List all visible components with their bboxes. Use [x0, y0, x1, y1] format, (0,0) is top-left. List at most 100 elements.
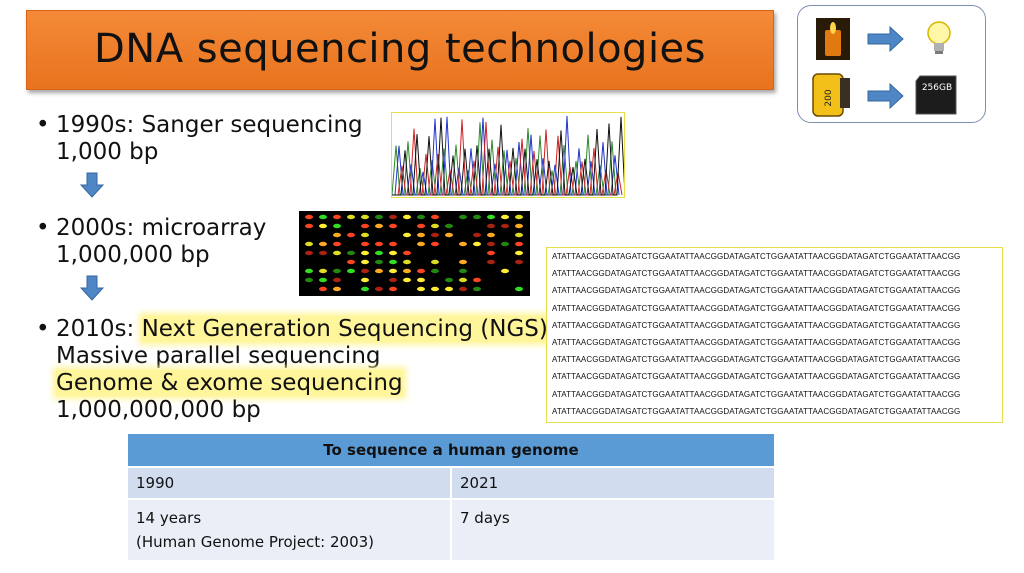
microarray-spot — [333, 250, 341, 256]
microarray-spot — [305, 214, 313, 220]
microarray-spot — [333, 268, 341, 274]
microarray-spot — [445, 223, 453, 229]
microarray-spot — [333, 286, 341, 292]
microarray-spot — [501, 241, 509, 247]
microarray-spot — [361, 259, 369, 265]
bullet-subline: Massive parallel sequencing — [56, 343, 381, 369]
microarray-spot — [459, 214, 467, 220]
microarray-spot — [459, 259, 467, 265]
microarray-spot — [403, 277, 411, 283]
chromatogram-trace — [392, 119, 623, 196]
microarray-spot — [515, 286, 523, 292]
microarray-spot — [487, 232, 495, 238]
bullet-label: 1990s: Sanger sequencing — [56, 112, 363, 138]
microarray-spot — [333, 277, 341, 283]
microarray-spot — [319, 277, 327, 283]
microarray-spot — [319, 223, 327, 229]
microarray-spot — [361, 214, 369, 220]
microarray-spot — [445, 286, 453, 292]
microarray-spot — [389, 286, 397, 292]
microarray-spot — [361, 286, 369, 292]
microarray-spot — [375, 214, 383, 220]
candle-icon — [816, 18, 850, 60]
sequence-reads-box: ATATTAACGGDATAGATCTGGAATATTAACGGDATAGATC… — [546, 247, 1003, 423]
microarray-spot — [361, 223, 369, 229]
table-cell-time-2021: 7 days — [451, 499, 774, 562]
page-title: DNA sequencing technologies — [93, 26, 706, 72]
microarray-spot — [389, 214, 397, 220]
sequence-read-row: ATATTAACGGDATAGATCTGGAATATTAACGGDATAGATC… — [552, 320, 961, 330]
microarray-spot — [403, 232, 411, 238]
microarray-spot — [487, 250, 495, 256]
microarray-spot — [473, 232, 481, 238]
microarray-spot — [333, 223, 341, 229]
microarray-spot — [403, 250, 411, 256]
microarray-spot — [445, 232, 453, 238]
table-header: To sequence a human genome — [128, 434, 774, 468]
microarray-spot — [347, 214, 355, 220]
bullet-value: 1,000,000,000 bp — [56, 397, 261, 423]
microarray-spot — [417, 268, 425, 274]
microarray-spot — [473, 286, 481, 292]
microarray-spot — [347, 268, 355, 274]
table-cell-time-1990: 14 years (Human Genome Project: 2003) — [128, 499, 452, 562]
bullet-sanger: •1990s: Sanger sequencing 1,000 bp — [36, 112, 363, 165]
sequence-read-row: ATATTAACGGDATAGATCTGGAATATTAACGGDATAGATC… — [552, 406, 961, 416]
microarray-spot — [389, 241, 397, 247]
chromatogram-traces — [391, 115, 626, 196]
microarray-spot — [431, 223, 439, 229]
microarray-spot — [403, 268, 411, 274]
microarray-spot — [459, 286, 467, 292]
microarray-spot — [459, 277, 467, 283]
microarray-spot — [305, 277, 313, 283]
ngs-highlight: Next Generation Sequencing (NGS) — [141, 316, 548, 342]
microarray-spot — [459, 241, 467, 247]
bullet-value: 1,000 bp — [56, 139, 159, 165]
analogy-box: 200 256GB — [797, 5, 986, 123]
bullet-microarray: •2000s: microarray 1,000,000 bp — [36, 215, 267, 268]
title-banner: DNA sequencing technologies — [26, 10, 774, 90]
sequence-read-row: ATATTAACGGDATAGATCTGGAATATTAACGGDATAGATC… — [552, 372, 961, 382]
microarray-spot — [319, 214, 327, 220]
microarray-spot — [305, 268, 313, 274]
microarray-spot — [333, 241, 341, 247]
microarray-spot — [361, 232, 369, 238]
sequence-read-row: ATATTAACGGDATAGATCTGGAATATTAACGGDATAGATC… — [552, 269, 961, 279]
microarray-spot — [333, 214, 341, 220]
microarray-spot — [389, 277, 397, 283]
microarray-spot — [305, 241, 313, 247]
microarray-spot — [417, 286, 425, 292]
microarray-spot — [515, 241, 523, 247]
arrow-right-icon — [867, 25, 904, 53]
microarray-spot — [487, 241, 495, 247]
microarray-spot — [515, 223, 523, 229]
microarray-spot — [319, 241, 327, 247]
memory-card-icon: 256GB — [915, 75, 957, 115]
microarray-spot — [403, 259, 411, 265]
table-cell-note: (Human Genome Project: 2003) — [136, 533, 375, 551]
arrow-right-icon — [867, 82, 904, 110]
microarray-spot — [417, 223, 425, 229]
microarray-spot — [473, 241, 481, 247]
microarray-spot — [431, 259, 439, 265]
microarray-spot — [389, 259, 397, 265]
microarray-spot — [319, 286, 327, 292]
sequence-read-row: ATATTAACGGDATAGATCTGGAATATTAACGGDATAGATC… — [552, 389, 961, 399]
bullet-label: 2010s: — [56, 316, 142, 342]
microarray-spot — [375, 286, 383, 292]
light-bulb-icon — [927, 21, 951, 54]
film-canister-icon: 200 — [812, 73, 850, 117]
microarray-spot — [431, 268, 439, 274]
bullet-value: 1,000,000 bp — [56, 242, 210, 268]
sequence-read-row: ATATTAACGGDATAGATCTGGAATATTAACGGDATAGATC… — [552, 338, 961, 348]
microarray-spot — [347, 232, 355, 238]
microarray-spot — [403, 214, 411, 220]
microarray-spot — [431, 214, 439, 220]
microarray-spot — [501, 268, 509, 274]
microarray-spot — [473, 277, 481, 283]
microarray-spot — [515, 250, 523, 256]
microarray-spot — [515, 259, 523, 265]
microarray-spot — [459, 268, 467, 274]
genome-highlight: Genome & exome sequencing — [56, 370, 403, 396]
microarray-spot — [389, 250, 397, 256]
